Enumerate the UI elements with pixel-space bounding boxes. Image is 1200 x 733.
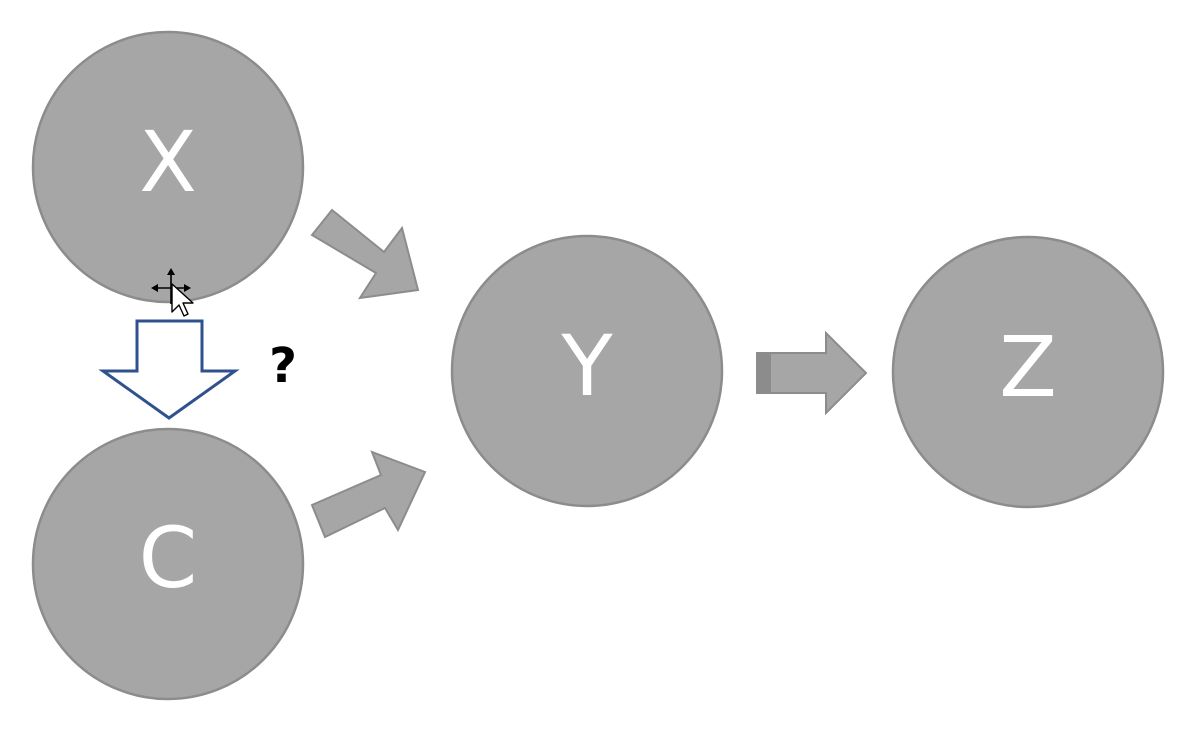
node-x-label: X xyxy=(139,113,197,211)
node-c-circle[interactable] xyxy=(31,427,305,701)
arrow-x-to-y[interactable] xyxy=(310,208,420,300)
move-cursor-icon xyxy=(151,268,194,317)
node-z-circle[interactable] xyxy=(891,235,1165,509)
node-c-label: C xyxy=(139,509,198,607)
node-y-circle[interactable] xyxy=(450,234,724,508)
node-z-label: Z xyxy=(999,318,1057,416)
node-x-circle[interactable] xyxy=(31,30,305,304)
question-mark-annotation: ? xyxy=(269,338,297,394)
node-x[interactable]: X xyxy=(31,30,305,304)
arrow-c-to-y[interactable] xyxy=(310,450,427,539)
arrow-y-to-z[interactable] xyxy=(756,330,868,416)
node-c[interactable]: C xyxy=(31,427,305,701)
node-z[interactable]: Z xyxy=(891,235,1165,509)
node-y[interactable]: Y xyxy=(450,234,724,508)
arrow-y-to-z-tail-shade xyxy=(757,354,771,392)
pointer-arrow-icon xyxy=(171,283,194,317)
arrow-x-to-c-outline[interactable] xyxy=(98,319,240,420)
node-y-label: Y xyxy=(560,317,613,415)
